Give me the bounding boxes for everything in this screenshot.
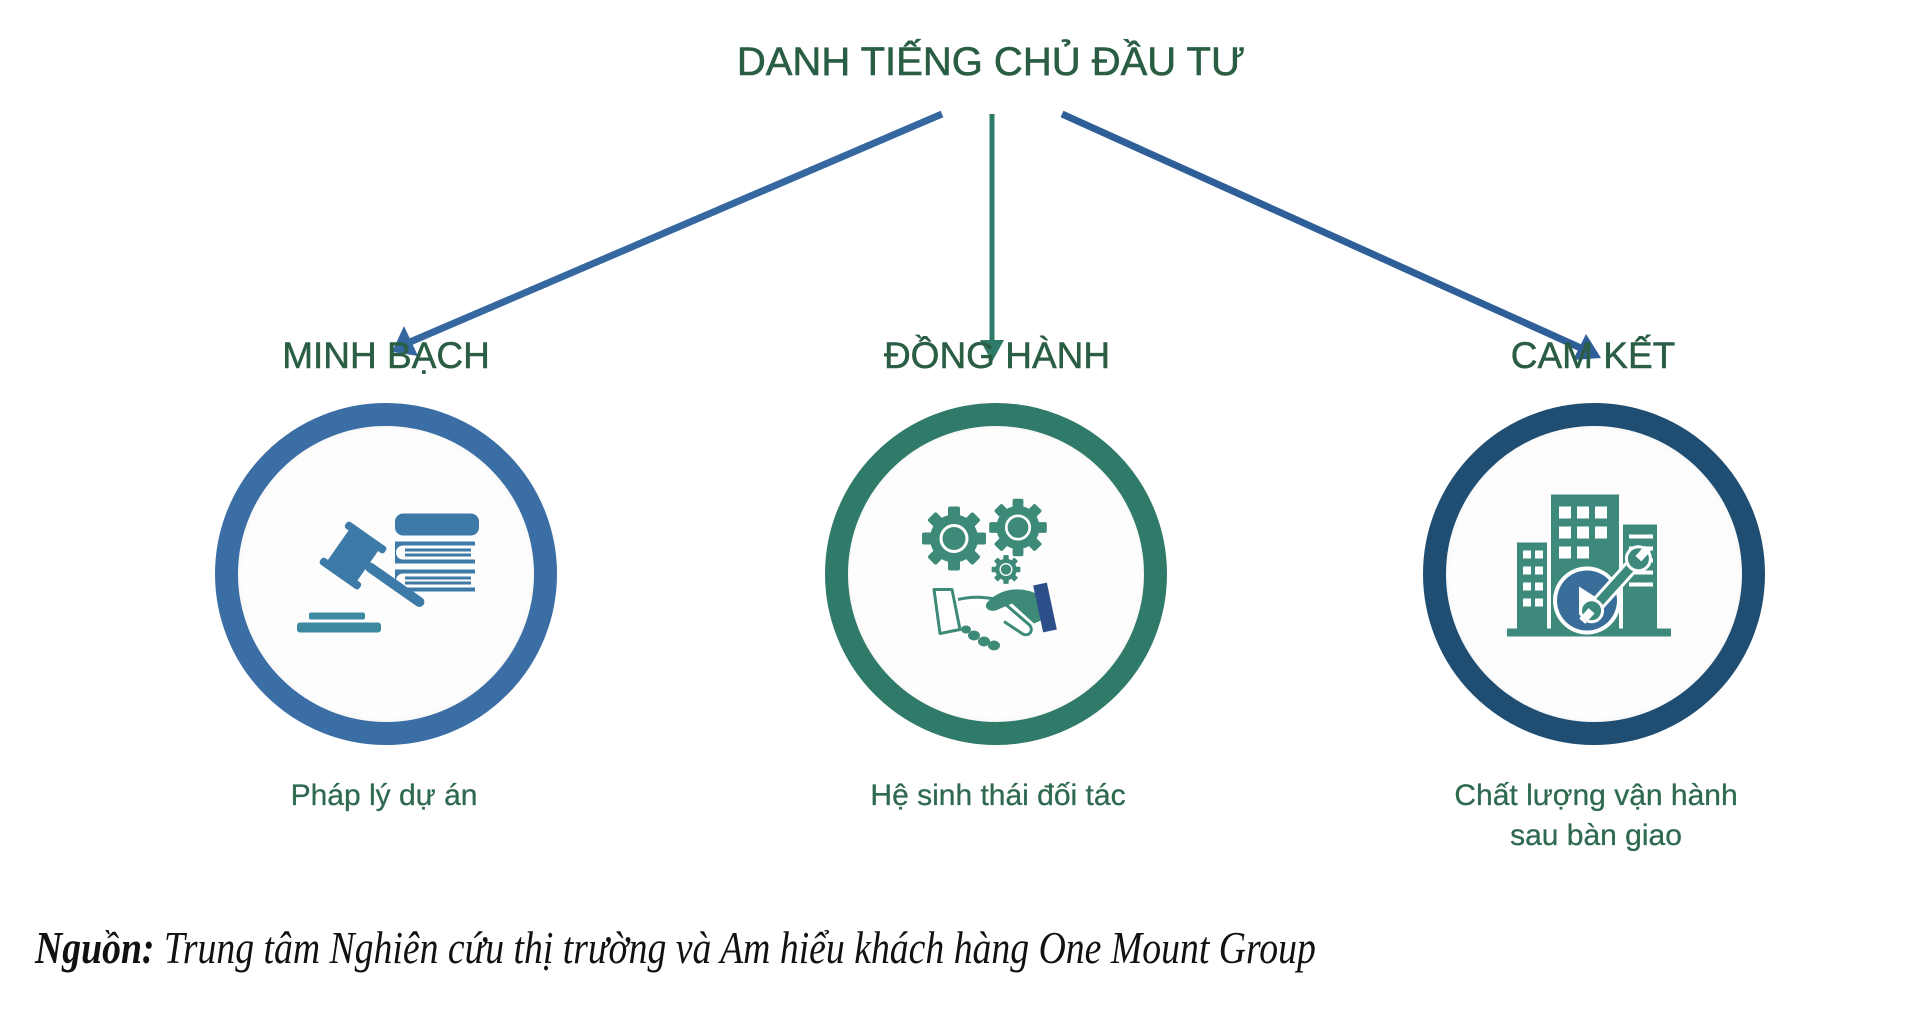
pillar-label-cam-ket: CAM KẾT [1510, 335, 1676, 376]
buildings-wrench-icon [1507, 493, 1671, 644]
pillar-desc-cam-ket: Chất lượng vận hành sau bàn giao [1454, 776, 1738, 856]
pillar-desc-dong-hanh: Hệ sinh thái đối tác [870, 776, 1125, 816]
diagram-title: DANH TIẾNG CHỦ ĐẦU TƯ [736, 40, 1246, 85]
pillar-desc-line: sau bàn giao [1510, 819, 1682, 852]
arrow-to-cam-ket [1060, 110, 1601, 360]
pillar-label-minh-bach: MINH BẠCH [282, 335, 490, 376]
pillar-desc-minh-bach: Pháp lý dự án [290, 776, 478, 816]
gears-handshake-icon [920, 484, 1070, 659]
pillar-desc-line: Hệ sinh thái đối tác [870, 779, 1126, 812]
pillar-label-dong-hanh: ĐỒNG HÀNH [883, 335, 1111, 376]
pillar-desc-line: Pháp lý dự án [290, 779, 478, 812]
source-caption: Nguồn: Trung tâm Nghiên cứu thị trường v… [35, 918, 1316, 978]
source-text: Trung tâm Nghiên cứu thị trường và Am hi… [154, 922, 1316, 973]
gavel-books-icon [295, 512, 479, 641]
arrow-to-dong-hanh [980, 114, 1004, 362]
source-label: Nguồn: [35, 922, 155, 973]
arrow-to-minh-bach [392, 110, 944, 356]
pillar-desc-line: Chất lượng vận hành [1454, 779, 1738, 812]
